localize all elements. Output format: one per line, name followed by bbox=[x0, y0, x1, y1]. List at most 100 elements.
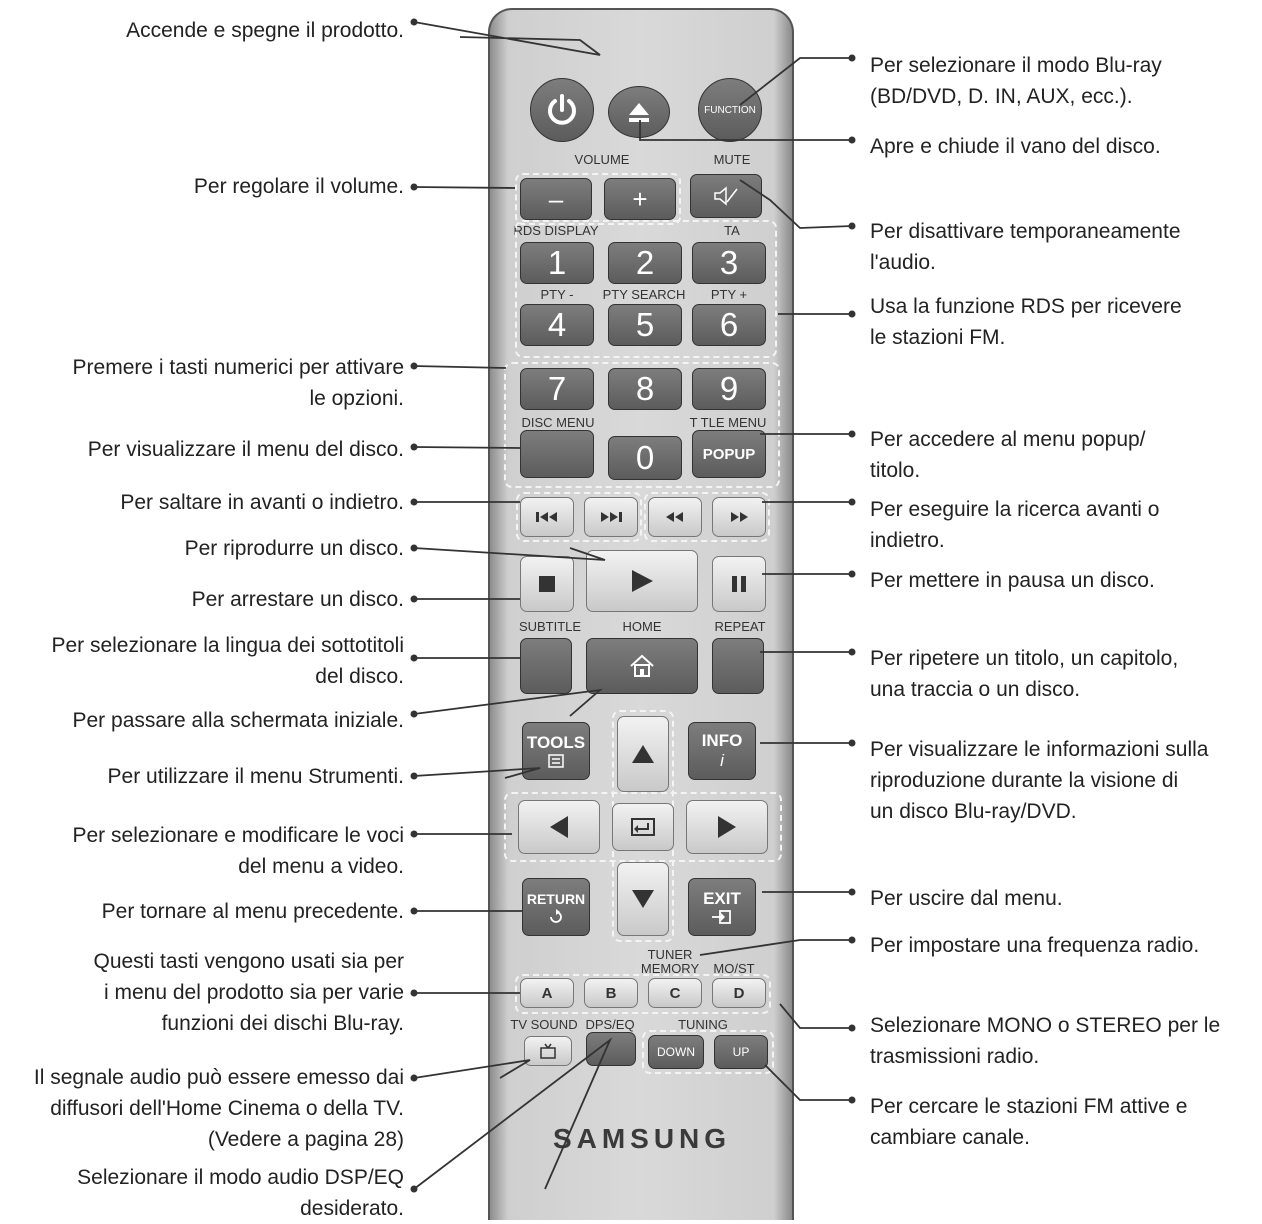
volume-up-button[interactable]: + bbox=[604, 178, 676, 220]
caption-dsp-eq: DPS/EQ bbox=[585, 1017, 635, 1032]
label-tuner-memory: Per impostare una frequenza radio. bbox=[870, 930, 1199, 961]
tuning-down-button[interactable]: DOWN bbox=[648, 1035, 704, 1069]
label-line: le stazioni FM. bbox=[870, 326, 1006, 349]
digit-0-button[interactable]: 0 bbox=[608, 436, 682, 480]
volume-down-button[interactable]: – bbox=[520, 178, 592, 220]
label-line: Per arrestare un disco. bbox=[191, 588, 404, 611]
leader-dot-home bbox=[410, 710, 418, 718]
stop-icon bbox=[539, 576, 555, 592]
power-button[interactable] bbox=[530, 78, 594, 142]
return-label: RETURN bbox=[526, 891, 586, 907]
label-line: Apre e chiude il vano del disco. bbox=[870, 135, 1161, 158]
d-button[interactable]: D bbox=[712, 978, 766, 1008]
nav-right-button[interactable] bbox=[686, 800, 768, 854]
nav-left-button[interactable] bbox=[518, 800, 600, 854]
caption-volume: VOLUME bbox=[574, 152, 630, 167]
label-line: Per cercare le stazioni FM attive e bbox=[870, 1095, 1188, 1118]
arrow-right-icon bbox=[718, 816, 736, 838]
skip-forward-button[interactable] bbox=[584, 497, 638, 537]
eject-button[interactable] bbox=[608, 86, 670, 138]
digit-3-button[interactable]: 3 bbox=[692, 242, 766, 284]
label-popup: Per accedere al menu popup/titolo. bbox=[870, 424, 1146, 486]
label-line: Il segnale audio può essere emesso dai bbox=[33, 1066, 404, 1089]
label-line: del menu a video. bbox=[238, 855, 404, 878]
nav-down-button[interactable] bbox=[617, 862, 669, 936]
tools-icon bbox=[548, 754, 564, 768]
label-line: Per visualizzare il menu del disco. bbox=[87, 438, 404, 461]
skip-back-button[interactable] bbox=[520, 497, 574, 537]
nav-up-button[interactable] bbox=[617, 716, 669, 792]
label-line: i menu del prodotto sia per varie bbox=[104, 981, 404, 1004]
leader-dot-pause bbox=[848, 570, 856, 578]
home-button[interactable] bbox=[586, 638, 698, 694]
label-line: Questi tasti vengono usati sia per bbox=[93, 950, 404, 973]
mute-button[interactable] bbox=[690, 174, 762, 218]
skip-forward-icon bbox=[601, 512, 622, 522]
tuning-up-button[interactable]: UP bbox=[714, 1035, 768, 1069]
c-button[interactable]: C bbox=[648, 978, 702, 1008]
label-line: l'audio. bbox=[870, 251, 936, 274]
digit-1-button[interactable]: 1 bbox=[520, 242, 594, 284]
label-numeric: Premere i tasti numerici per attivare le … bbox=[73, 352, 404, 414]
nav-group-outline bbox=[504, 792, 782, 862]
info-button[interactable]: INFO i bbox=[688, 722, 756, 780]
digit-9-button[interactable]: 9 bbox=[692, 368, 766, 410]
label-line: Premere i tasti numerici per attivare bbox=[72, 356, 404, 379]
tv-sound-button[interactable] bbox=[524, 1036, 572, 1066]
label-line: Per impostare una frequenza radio. bbox=[870, 934, 1200, 957]
dsp-eq-button[interactable] bbox=[586, 1032, 636, 1066]
return-button[interactable]: RETURN bbox=[522, 878, 590, 936]
label-line: Per selezionare la lingua dei sottotitol… bbox=[51, 634, 404, 657]
stop-button[interactable] bbox=[520, 556, 574, 612]
rewind-button[interactable] bbox=[648, 497, 702, 537]
tools-button[interactable]: TOOLS bbox=[522, 722, 590, 780]
digit-4-button[interactable]: 4 bbox=[520, 304, 594, 346]
label-pause: Per mettere in pausa un disco. bbox=[870, 565, 1155, 596]
digit-7-button[interactable]: 7 bbox=[520, 368, 594, 410]
exit-button[interactable]: EXIT bbox=[688, 878, 756, 936]
leader-dot-return bbox=[410, 907, 418, 915]
digit-5-button[interactable]: 5 bbox=[608, 304, 682, 346]
popup-button[interactable]: POPUP bbox=[692, 430, 766, 478]
label-subtitle: Per selezionare la lingua dei sottotitol… bbox=[51, 630, 404, 692]
label-line: riproduzione durante la visione di bbox=[870, 769, 1179, 792]
label-line: le opzioni. bbox=[309, 387, 404, 410]
nav-enter-button[interactable] bbox=[612, 803, 674, 851]
a-button[interactable]: A bbox=[520, 978, 574, 1008]
label-line: Per selezionare il modo Blu-ray bbox=[870, 54, 1162, 77]
label-line: diffusori dell'Home Cinema o della TV. bbox=[50, 1097, 404, 1120]
label-return: Per tornare al menu precedente. bbox=[102, 896, 404, 927]
fast-forward-button[interactable] bbox=[712, 497, 766, 537]
digit-6-button[interactable]: 6 bbox=[692, 304, 766, 346]
caption-rds-display: RDS DISPLAY bbox=[513, 223, 599, 238]
repeat-button[interactable] bbox=[712, 638, 764, 694]
caption-pty-minus: PTY - bbox=[540, 287, 574, 302]
samsung-logo: SAMSUNG bbox=[552, 1123, 732, 1154]
leader-dot-numeric bbox=[410, 362, 418, 370]
rds-group-outline bbox=[515, 220, 777, 358]
leader-dot-power bbox=[410, 18, 418, 26]
function-button[interactable]: FUNCTION bbox=[698, 78, 762, 142]
leader-dot-skip bbox=[410, 498, 418, 506]
label-line: Per eseguire la ricerca avanti o bbox=[870, 498, 1160, 521]
caption-ta: TA bbox=[724, 223, 740, 238]
label-line: Per regolare il volume. bbox=[193, 175, 404, 198]
pause-button[interactable] bbox=[712, 556, 766, 612]
play-button[interactable] bbox=[586, 550, 698, 612]
fast-forward-icon bbox=[731, 512, 748, 522]
label-line: Per disattivare temporaneamente bbox=[870, 220, 1181, 243]
label-line: Per mettere in pausa un disco. bbox=[870, 569, 1155, 592]
subtitle-button[interactable] bbox=[520, 638, 572, 694]
caption-subtitle: SUBTITLE bbox=[518, 619, 582, 634]
digit-8-button[interactable]: 8 bbox=[608, 368, 682, 410]
exit-label: EXIT bbox=[703, 889, 741, 908]
caption-memory: MEMORY bbox=[640, 961, 700, 976]
digit-2-button[interactable]: 2 bbox=[608, 242, 682, 284]
disc-menu-button[interactable] bbox=[520, 430, 594, 478]
caption-title-menu: T TLE MENU bbox=[689, 415, 767, 430]
b-button[interactable]: B bbox=[584, 978, 638, 1008]
